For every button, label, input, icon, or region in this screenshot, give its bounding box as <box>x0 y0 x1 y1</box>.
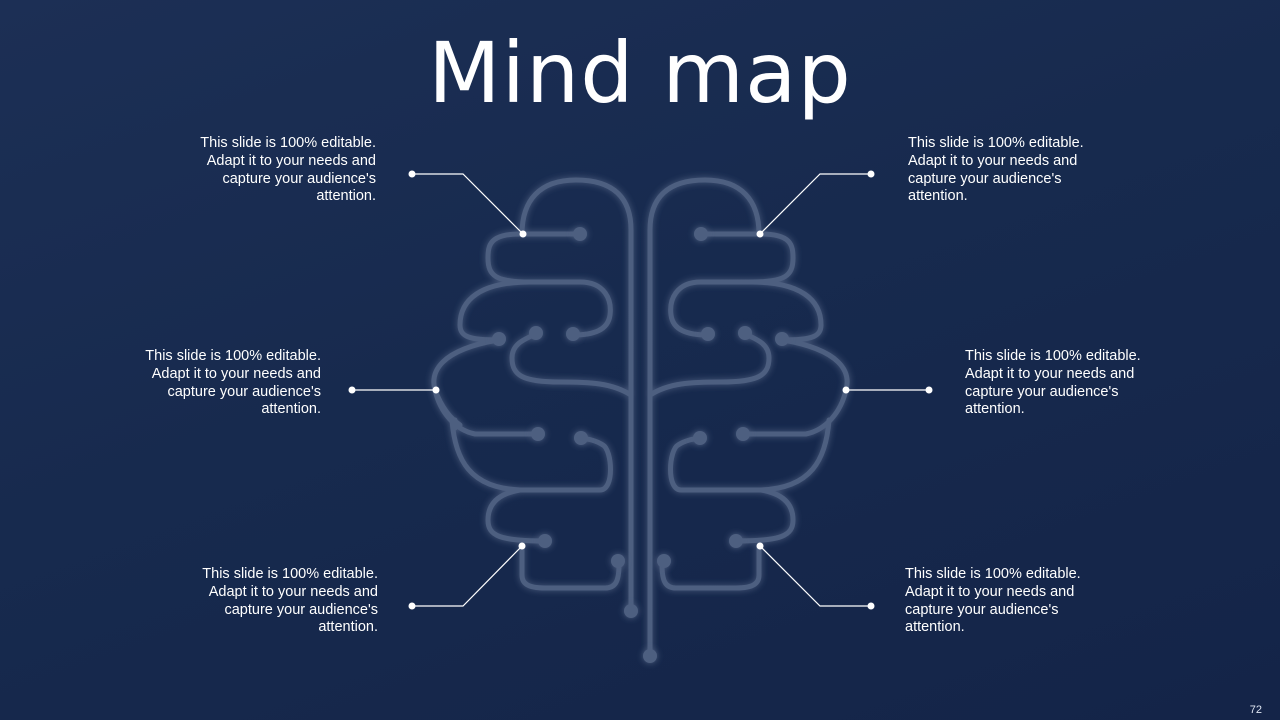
brain-outline <box>431 177 850 659</box>
note-middle-right: This slide is 100% editable. Adapt it to… <box>965 348 1141 418</box>
brain-left-hemisphere <box>431 177 634 614</box>
connector-top-right <box>759 173 871 235</box>
connector-lines <box>352 173 929 607</box>
connector-top-left <box>412 173 524 235</box>
connector-dots <box>348 170 933 610</box>
note-bottom-right: This slide is 100% editable. Adapt it to… <box>905 566 1081 636</box>
note-bottom-left: This slide is 100% editable. Adapt it to… <box>202 566 378 636</box>
note-top-right: This slide is 100% editable. Adapt it to… <box>908 135 1084 205</box>
connector-bottom-left <box>412 545 523 607</box>
page-number: 72 <box>1249 704 1262 716</box>
slide-title: Mind map <box>428 24 852 122</box>
brain-nodes <box>492 227 789 663</box>
brain-right-hemisphere <box>647 177 850 659</box>
note-middle-left: This slide is 100% editable. Adapt it to… <box>145 348 321 418</box>
note-top-left: This slide is 100% editable. Adapt it to… <box>200 135 376 205</box>
connector-bottom-right <box>759 545 871 607</box>
